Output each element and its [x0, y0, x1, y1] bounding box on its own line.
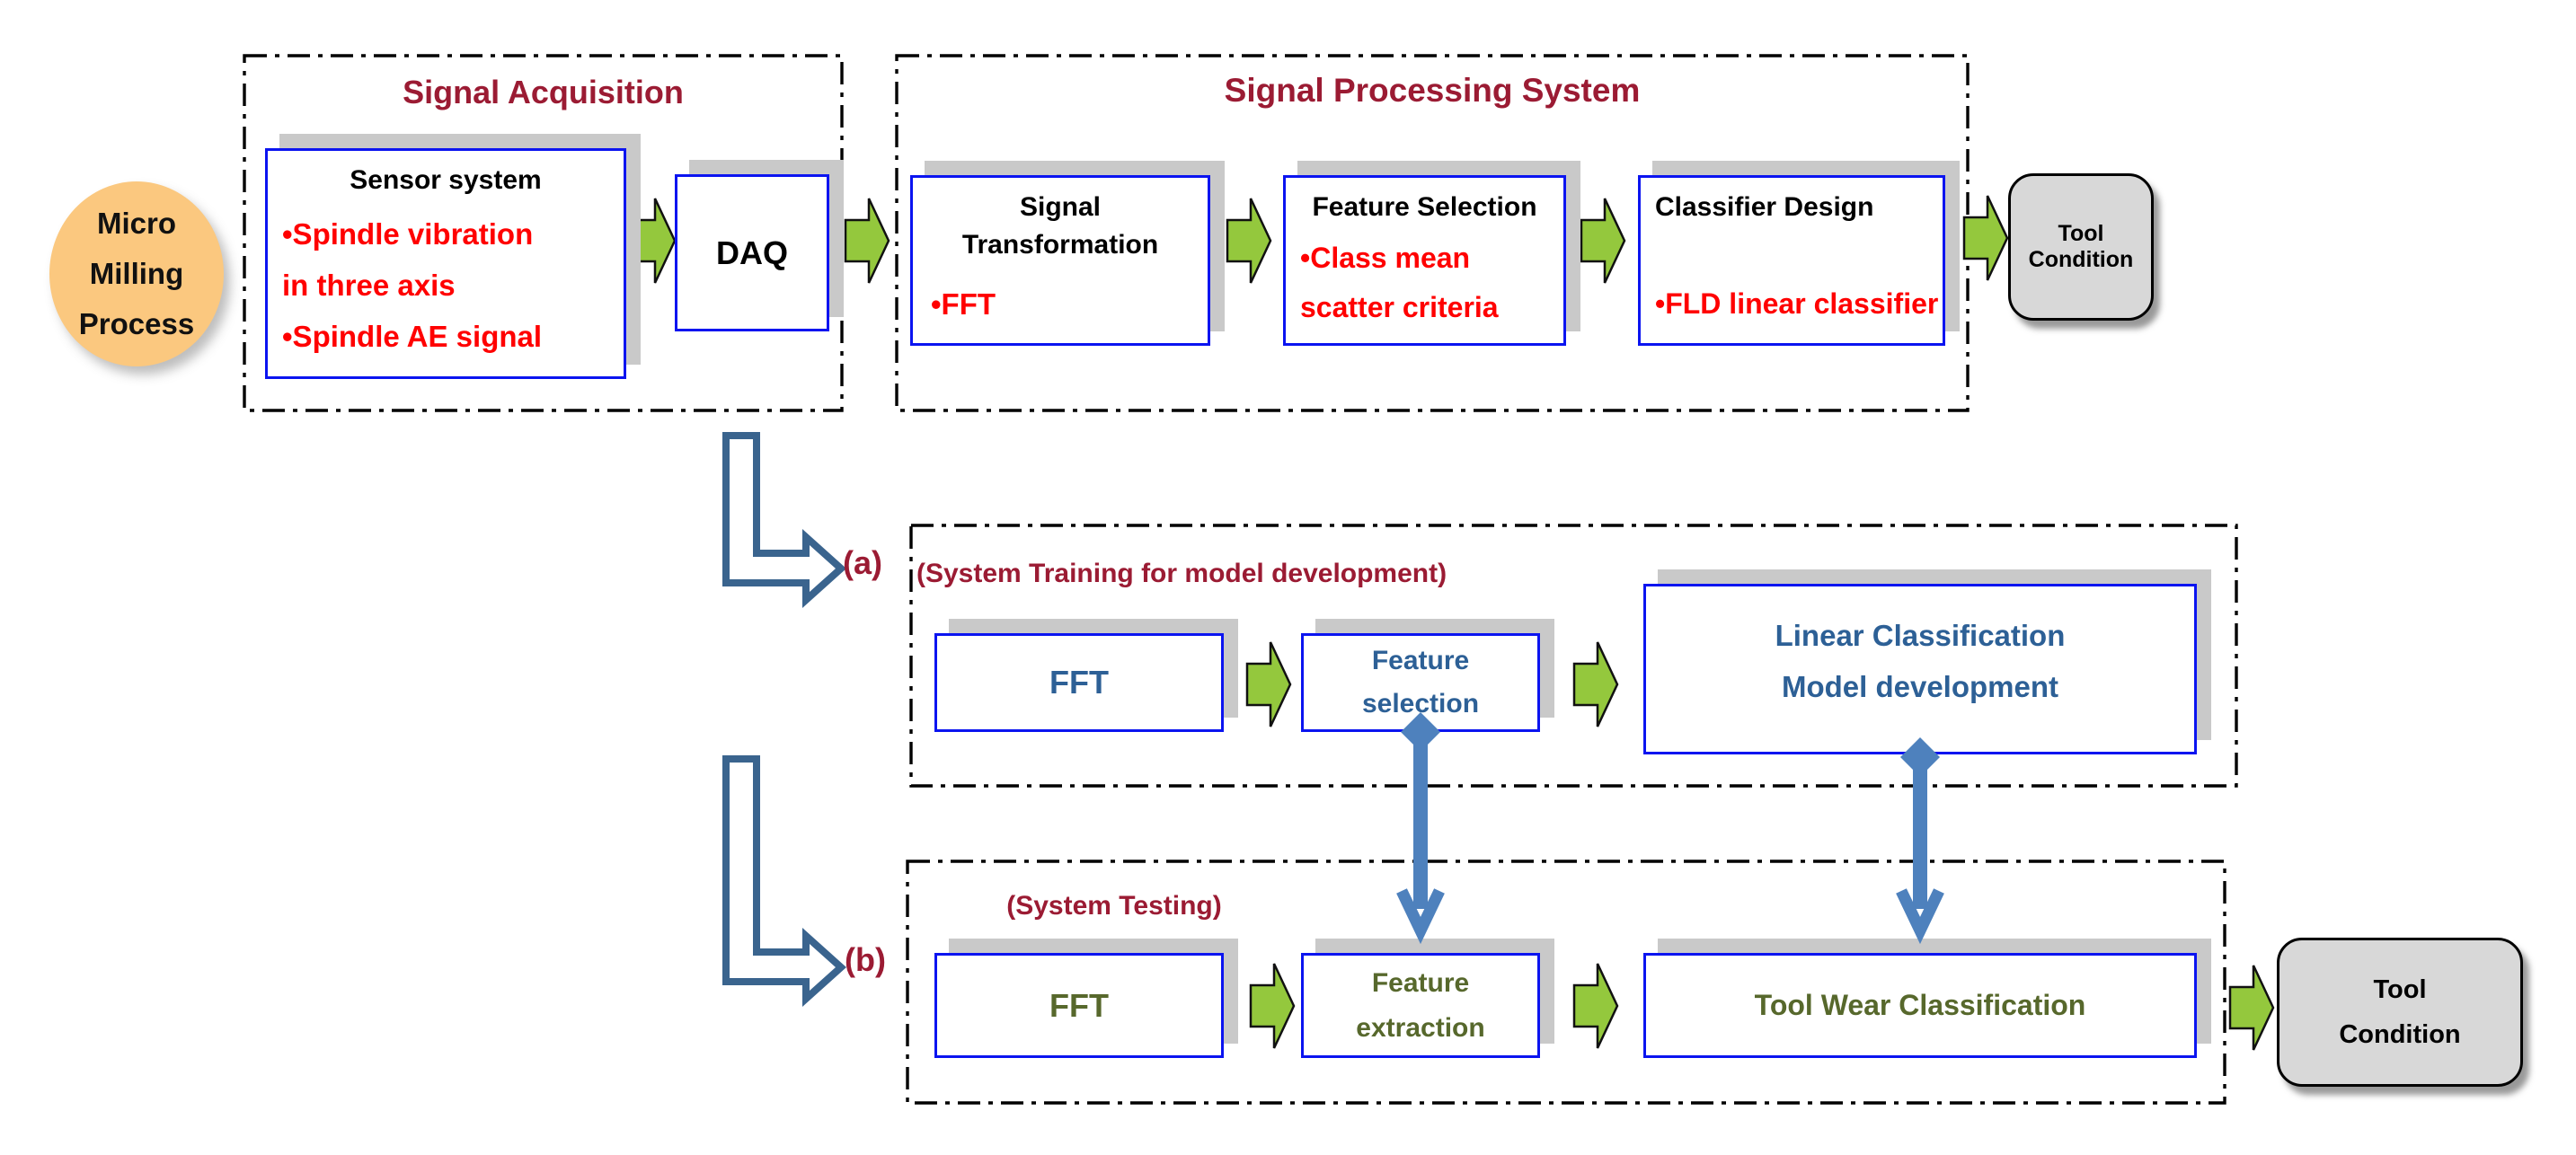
testing-feature-extraction-box: Feature extraction [1301, 953, 1540, 1058]
tool-condition-label: Tool Condition [2028, 221, 2134, 272]
tool-condition-line: Condition [2339, 1020, 2461, 1049]
elbow-arrow-a-icon [722, 432, 846, 608]
daq-label: DAQ [716, 234, 788, 271]
daq-box: DAQ [675, 174, 829, 331]
tool-wear-classification-box: Tool Wear Classification [1643, 953, 2197, 1058]
testing-fft-box: FFT [934, 953, 1224, 1058]
row-a-tag: (a) [843, 544, 882, 581]
testing-feature-line: extraction [1356, 1013, 1485, 1043]
feature-selection-bullet-line: scatter criteria [1300, 291, 1499, 323]
model-line: Model development [1781, 670, 2059, 703]
system-testing-title: (System Testing) [1006, 891, 1222, 921]
system-training-title: (System Training for model development) [916, 559, 1447, 588]
flow-arrow-icon [1962, 195, 2009, 281]
training-feature-selection-box: Feature selection [1301, 633, 1540, 732]
tool-wear-classification-label: Tool Wear Classification [1754, 989, 2086, 1021]
flow-arrow-icon [1245, 641, 1292, 727]
classifier-design-heading: Classifier Design [1655, 192, 1874, 222]
tool-condition-line: Tool [2373, 975, 2427, 1004]
tool-condition-terminal-top: Tool Condition [2008, 173, 2154, 321]
fft-bullet: •FFT [931, 287, 996, 321]
sensor-bullet-line: •Spindle vibration [282, 217, 534, 251]
fld-bullet: •FLD linear classifier [1655, 287, 1939, 320]
source-line: Milling [89, 257, 184, 290]
training-feature-line: selection [1361, 689, 1480, 719]
micro-milling-process-node: Micro Milling Process [49, 181, 224, 366]
sensor-bullet-line: in three axis [282, 269, 456, 302]
flow-arrow-icon [1572, 641, 1619, 727]
train-to-test-connector-icon [1396, 712, 1445, 945]
elbow-arrow-b-icon [722, 755, 846, 1007]
sensor-system-heading: Sensor system [350, 165, 542, 195]
signal-acquisition-title: Signal Acquisition [403, 74, 684, 110]
training-fft-label: FFT [1049, 664, 1109, 701]
signal-transformation-title-line: Transformation [961, 230, 1159, 260]
flow-arrow-icon [1249, 963, 1296, 1049]
flow-arrow-icon [844, 198, 890, 284]
model-line: Linear Classification [1775, 619, 2066, 652]
signal-transformation-box: Signal Transformation •FFT [910, 175, 1210, 346]
training-feature-line: Feature [1371, 646, 1470, 675]
classifier-design-box: Classifier Design •FLD linear classifier [1638, 175, 1945, 346]
flow-arrow-icon [1580, 198, 1626, 284]
tool-condition-terminal-bottom: Tool Condition [2277, 938, 2523, 1087]
signal-transformation-title-line: Signal [1019, 192, 1101, 222]
source-line: Process [78, 307, 195, 340]
signal-processing-title: Signal Processing System [1224, 72, 1641, 109]
flow-arrow-icon [630, 198, 677, 284]
linear-classification-model-box: Linear Classification Model development [1643, 584, 2197, 754]
row-b-tag: (b) [845, 941, 886, 978]
flow-arrow-icon [2228, 965, 2275, 1051]
feature-selection-box: Feature Selection •Class mean scatter cr… [1283, 175, 1566, 346]
sensor-system-box: Sensor system •Spindle vibration in thre… [265, 148, 626, 379]
feature-selection-heading: Feature Selection [1312, 192, 1537, 222]
feature-selection-bullet-line: •Class mean [1300, 242, 1471, 274]
testing-fft-label: FFT [1049, 986, 1109, 1024]
sensor-bullet-line: •Spindle AE signal [282, 320, 543, 353]
flow-arrow-icon [1572, 963, 1619, 1049]
source-line: Micro [96, 207, 176, 240]
training-fft-box: FFT [934, 633, 1224, 732]
testing-feature-line: Feature [1371, 968, 1470, 998]
model-to-classification-connector-icon [1896, 737, 1944, 945]
flow-arrow-icon [1226, 198, 1272, 284]
